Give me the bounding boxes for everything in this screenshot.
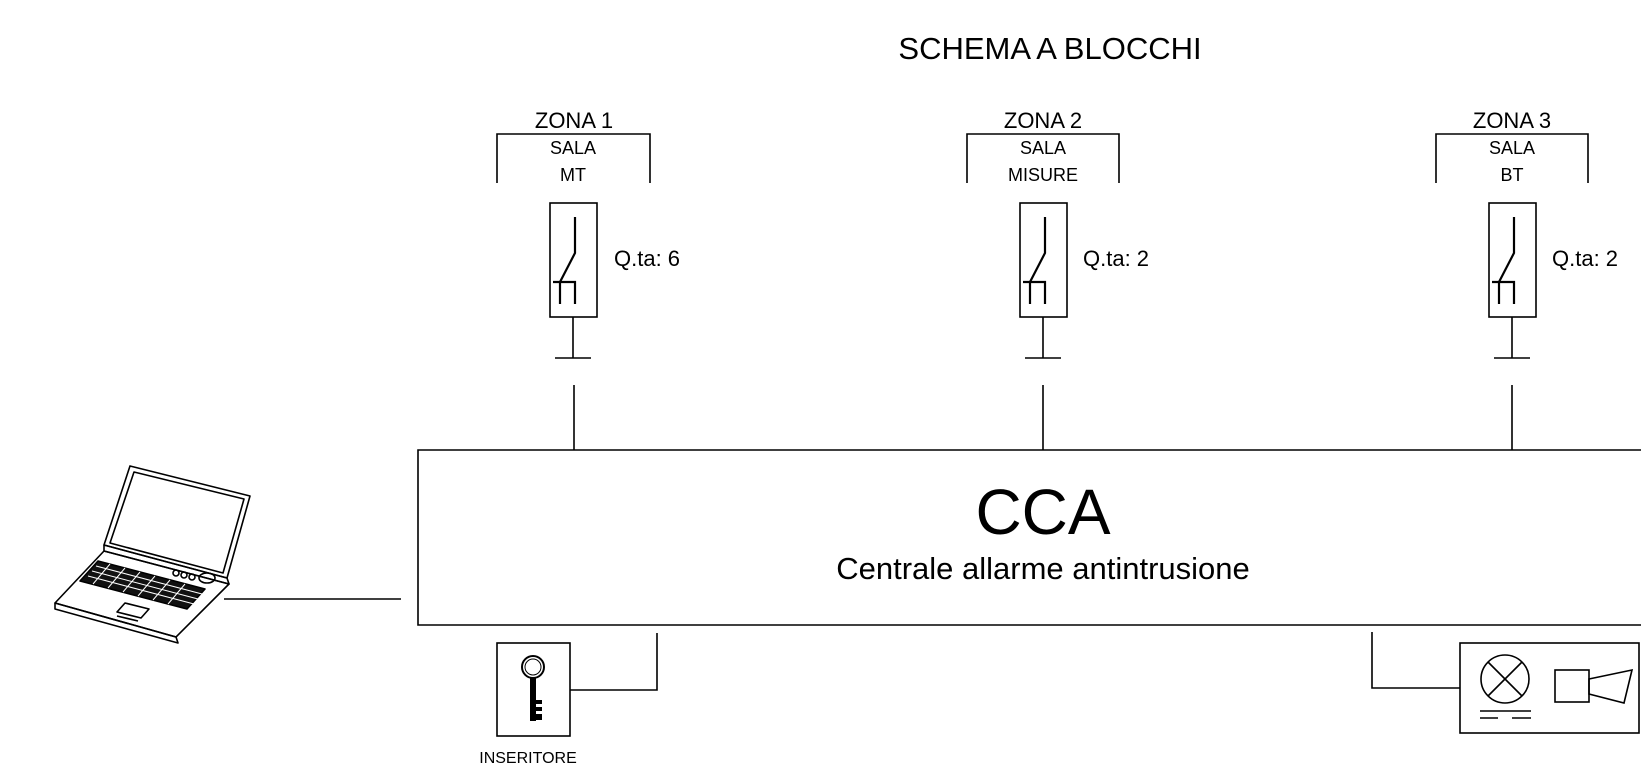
zone-1-bracket: [496, 133, 651, 183]
zone-3-room-line1: SALA: [1489, 138, 1535, 158]
key-switch-label: INSERITORE: [479, 750, 577, 767]
zone-3-ground: [1494, 317, 1530, 359]
central-unit-subtitle: Centrale allarme antintrusione: [836, 551, 1250, 586]
zone-3-quantity: Q.ta: 2: [1552, 246, 1618, 271]
siren-icon: [1554, 668, 1634, 704]
diagram-title: SCHEMA A BLOCCHI: [898, 31, 1201, 66]
zone-2: ZONA 2 SALA MISURE Q.ta: 2: [966, 108, 1149, 450]
laptop-icon: [54, 465, 251, 644]
zone-2-name: ZONA 2: [1004, 108, 1082, 133]
central-unit-title: CCA: [975, 476, 1110, 548]
zone-3-room-line2: BT: [1500, 165, 1523, 185]
signaling-device: [1371, 632, 1640, 734]
signaling-box: [1459, 642, 1640, 734]
signaling-connection: [1371, 632, 1460, 689]
zone-3: ZONA 3 SALA BT Q.ta: 2: [1435, 108, 1618, 450]
zone-1-ground: [555, 317, 591, 359]
zone-1: ZONA 1 SALA MT Q.ta: 6: [496, 108, 680, 450]
zone-1-name: ZONA 1: [535, 108, 613, 133]
key-icon: [521, 655, 545, 721]
zone-2-bracket: [966, 133, 1120, 183]
key-switch: INSERITORE: [479, 633, 658, 767]
zone-1-quantity: Q.ta: 6: [614, 246, 680, 271]
zone-2-room-line2: MISURE: [1008, 165, 1078, 185]
zone-3-bracket: [1435, 133, 1589, 183]
central-unit-box: [417, 449, 1641, 626]
intrusion-detector-icon: [549, 202, 598, 318]
key-switch-connection: [570, 633, 658, 691]
intrusion-detector-icon: [1019, 202, 1068, 318]
lamp-icon: [1480, 654, 1531, 719]
zone-1-room-line2: MT: [560, 165, 586, 185]
central-unit: CCA Centrale allarme antintrusione: [417, 449, 1641, 626]
zone-2-ground: [1025, 317, 1061, 359]
zone-2-room-line1: SALA: [1020, 138, 1066, 158]
zone-2-quantity: Q.ta: 2: [1083, 246, 1149, 271]
zone-3-name: ZONA 3: [1473, 108, 1551, 133]
zone-1-room-line1: SALA: [550, 138, 596, 158]
intrusion-detector-icon: [1488, 202, 1537, 318]
